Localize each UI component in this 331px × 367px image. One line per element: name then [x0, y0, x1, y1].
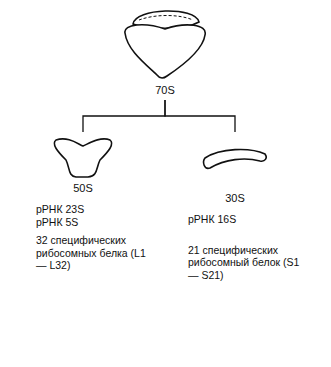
ribosome-outline: [115, 2, 215, 80]
split-connector: [83, 100, 165, 132]
outline-path: [125, 25, 205, 78]
ribosome-70s: 70S: [115, 2, 215, 97]
outline-path: [204, 149, 267, 168]
composition-text: 32 специфических рибосомных белка (L1 — …: [36, 234, 154, 272]
subunit-label: 30S: [188, 192, 282, 205]
shape-area: [36, 134, 154, 180]
shape-area: [115, 2, 215, 82]
shape-area: [188, 144, 306, 190]
ribosome-outline: [48, 134, 118, 179]
subunit-label: 70S: [115, 84, 215, 97]
composition-text: рРНК 23S: [36, 203, 154, 216]
composition-text: рРНК 5S: [36, 216, 154, 229]
outline-path: [54, 139, 111, 177]
subunit-30s: 30S рРНК 16S 21 специфических рибосомный б…: [188, 134, 306, 281]
subunit-50s: 50S рРНК 23SрРНК 5S 32 специфических рибос…: [36, 134, 154, 272]
ribosome-outline: [200, 144, 270, 174]
composition-text: 21 специфических рибосомный белок (S1 — …: [188, 244, 306, 282]
outline-path: [139, 16, 193, 21]
split-connector: [165, 100, 235, 132]
subunit-label: 50S: [36, 182, 130, 195]
composition-text: рРНК 16S: [188, 213, 306, 226]
